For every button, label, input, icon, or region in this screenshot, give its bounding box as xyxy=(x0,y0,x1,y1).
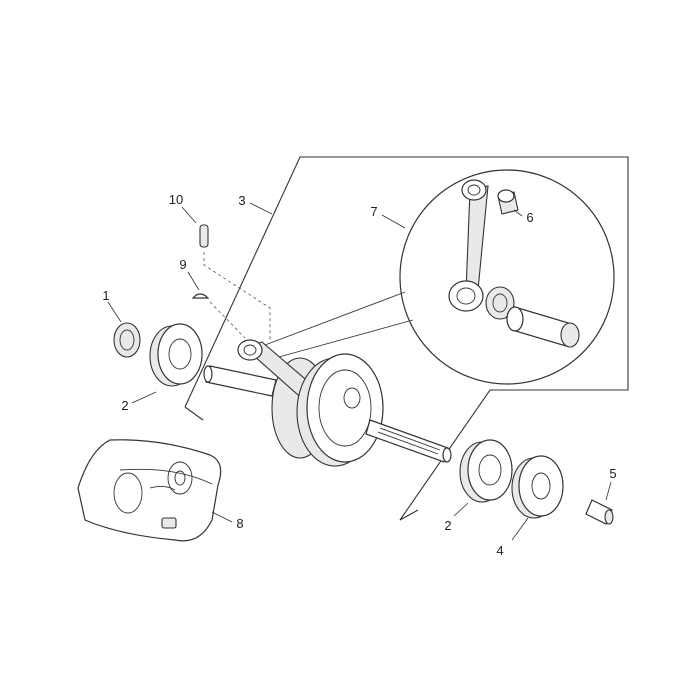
small-end-bearing-detail xyxy=(497,189,519,215)
callout-9: 9 xyxy=(179,257,186,272)
detail-circle xyxy=(264,169,615,385)
callout-5: 5 xyxy=(609,466,616,481)
big-end-bearing-detail xyxy=(485,286,515,320)
oil-seal xyxy=(113,322,141,358)
main-bearing-left xyxy=(149,323,203,387)
callout-2-left: 2 xyxy=(121,398,128,413)
bearing-kit-bag xyxy=(77,439,222,542)
shim-ring xyxy=(511,455,564,519)
main-bearing-right xyxy=(459,439,513,503)
callout-8: 8 xyxy=(236,516,243,531)
callout-6: 6 xyxy=(526,210,533,225)
dowel-pin xyxy=(199,224,271,342)
callout-1: 1 xyxy=(102,288,109,303)
woodruff-key xyxy=(191,293,246,339)
callout-4: 4 xyxy=(496,543,503,558)
callout-labels: 1 2 3 10 9 7 6 8 2 4 5 xyxy=(102,192,616,558)
detail-frame xyxy=(184,156,629,521)
callout-3: 3 xyxy=(238,193,245,208)
crankshaft xyxy=(203,339,452,467)
callout-10: 10 xyxy=(169,192,183,207)
leader-lines xyxy=(107,202,612,541)
bushing xyxy=(585,499,614,525)
connecting-rod-detail xyxy=(448,179,489,312)
callout-7: 7 xyxy=(370,204,377,219)
callout-2-right: 2 xyxy=(444,518,451,533)
crank-pin-detail xyxy=(506,306,580,348)
